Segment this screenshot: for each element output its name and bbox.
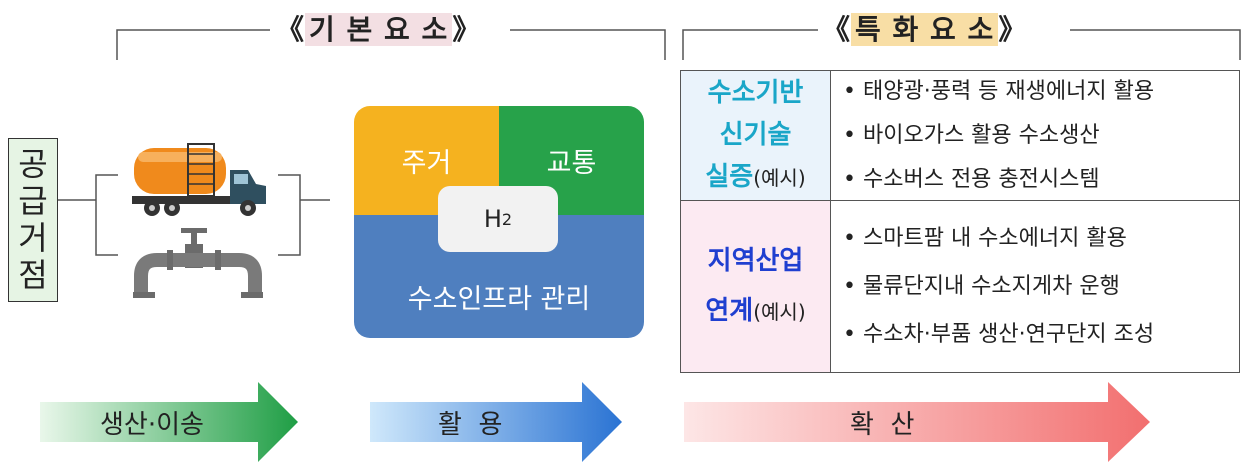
pipeline-valve-icon	[133, 228, 263, 298]
list-item: • 바이오가스 활용 수소생산	[843, 122, 1100, 148]
list-item-text: 수소차·부품 생산·연구단지 조성	[862, 321, 1155, 347]
list-item: • 물류단지내 수소지게차 운행	[843, 273, 1120, 299]
row2-head-last: 연계	[705, 296, 754, 326]
row2-head: 지역산업 연계(예시)	[681, 201, 831, 372]
header-bracket-close: 》	[998, 13, 1028, 46]
row1-head: 수소기반 신기술 실증(예시)	[681, 71, 831, 201]
list-item: • 수소버스 전용 충전시스템	[843, 166, 1100, 192]
list-item: • 스마트팜 내 수소에너지 활용	[843, 225, 1127, 251]
supply-base-box: 공 급 거 점	[8, 138, 58, 302]
flow-arrows	[40, 382, 1150, 462]
header-bracket-open: 《	[822, 13, 852, 46]
row1-items: • 태양광·풍력 등 재생에너지 활용 • 바이오가스 활용 수소생산 • 수소…	[831, 71, 1239, 201]
basic-elements-title: 기 본 요 소	[305, 13, 453, 46]
row1-head-note: (예시)	[753, 166, 806, 190]
production-label: 생산·이송	[100, 410, 204, 440]
header-bracket-close: 》	[452, 13, 482, 46]
row2-head-line: 지역산업	[707, 246, 804, 276]
special-elements-table: 수소기반 신기술 실증(예시) • 태양광·풍력 등 재생에너지 활용 • 바이…	[680, 70, 1240, 373]
supply-char: 공	[18, 145, 48, 183]
supply-char: 거	[18, 219, 48, 257]
tanker-truck-icon	[132, 143, 266, 216]
row1-head-line: 신기술	[719, 120, 792, 150]
diffusion-label: 확 산	[850, 410, 915, 440]
supply-char: 점	[18, 256, 48, 294]
utilization-label: 활 용	[438, 410, 503, 440]
list-item-text: 바이오가스 활용 수소생산	[862, 122, 1100, 148]
list-item-text: 수소버스 전용 충전시스템	[862, 166, 1100, 192]
h2-subscript: 2	[501, 209, 513, 229]
row2-items: • 스마트팜 내 수소에너지 활용 • 물류단지내 수소지게차 운행 • 수소차…	[831, 201, 1244, 372]
special-elements-title: 특 화 요 소	[851, 13, 999, 46]
row1-head-last: 실증	[705, 162, 754, 192]
list-item-text: 물류단지내 수소지게차 운행	[862, 273, 1120, 299]
supply-char: 급	[18, 182, 48, 220]
h2-symbol: H	[483, 205, 502, 233]
list-item: • 태양광·풍력 등 재생에너지 활용	[843, 78, 1155, 104]
header-bracket-open: 《	[276, 13, 306, 46]
diffusion-arrow	[684, 382, 1150, 462]
utilization-arrow	[370, 382, 622, 462]
list-item-text: 태양광·풍력 등 재생에너지 활용	[862, 78, 1155, 104]
basic-elements-header: 《기 본 요 소》	[276, 8, 481, 48]
list-item-text: 스마트팜 내 수소에너지 활용	[862, 225, 1127, 251]
list-item: • 수소차·부품 생산·연구단지 조성	[843, 321, 1155, 347]
row2-head-note: (예시)	[753, 300, 806, 324]
special-elements-header: 《특 화 요 소》	[822, 8, 1027, 48]
production-arrow	[40, 382, 298, 462]
row1-head-line: 수소기반	[707, 78, 804, 108]
